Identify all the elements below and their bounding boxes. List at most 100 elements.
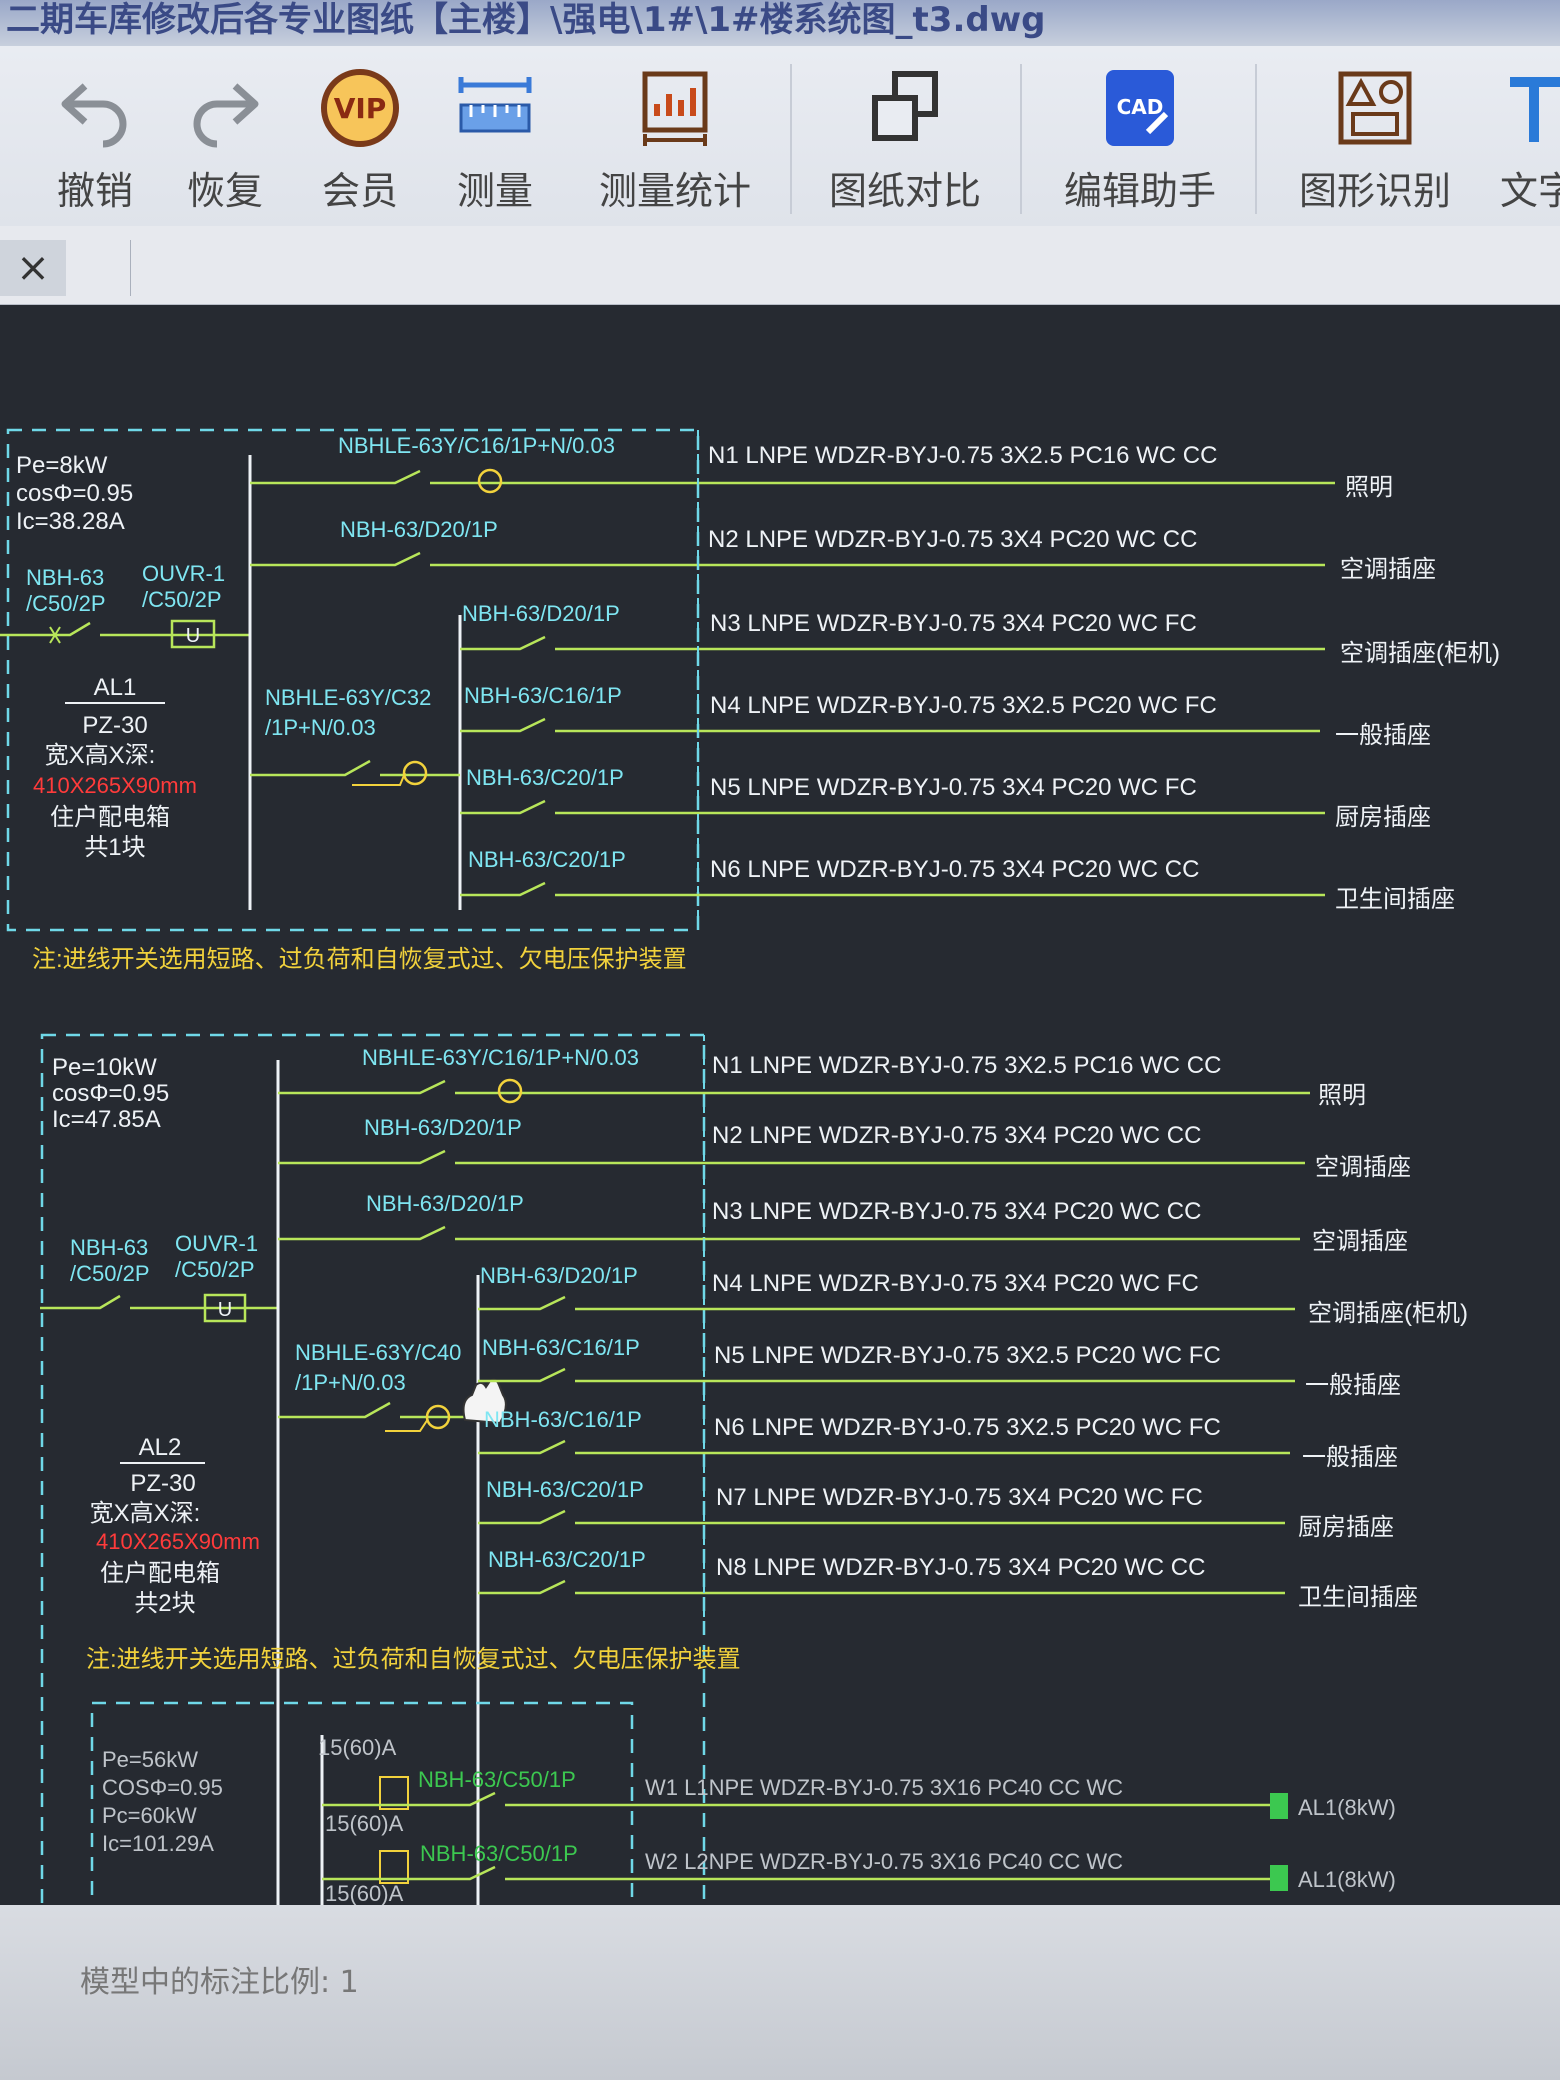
measure-stats-button[interactable]: 测量统计 — [595, 60, 755, 220]
meter-rating: 15(60)A — [325, 1881, 404, 1905]
circuit-cable: N1 LNPE WDZR-BYJ-0.75 3X2.5 PC16 WC CC — [708, 442, 1217, 469]
measure-button[interactable]: 测量 — [440, 60, 550, 220]
circuit-breaker: NBH-63/C50/1P — [420, 1841, 578, 1866]
rcd-trip-link — [385, 1418, 429, 1432]
circuit-wire — [478, 1439, 1290, 1455]
incoming-wire — [40, 1294, 278, 1310]
power-factor: cosΦ=0.95 — [16, 480, 133, 507]
cad-drawing: Pe=8kW cosΦ=0.95 Ic=38.28A NBH-63/C50/2P… — [0, 428, 1500, 1905]
circuit-breaker: NBH-63/C16/1P — [464, 683, 622, 708]
redo-icon — [170, 60, 280, 156]
undo-button[interactable]: 撤销 — [40, 60, 150, 220]
vip-label: 会员 — [321, 169, 398, 213]
panel-name: AL1 — [94, 674, 137, 701]
vip-button[interactable]: VIP 会员 — [305, 60, 415, 220]
current-rating: Ic=47.85A — [52, 1106, 161, 1133]
circuit-cable: N7 LNPE WDZR-BYJ-0.75 3X4 PC20 WC FC — [716, 1484, 1203, 1511]
rcd-line2: /1P+N/0.03 — [295, 1370, 406, 1395]
ouvr-line2: /C50/2P — [142, 587, 222, 612]
undervoltage-box — [170, 619, 216, 649]
circuit-row: NBHLE-63Y/C16/1P+N/0.03 N1 LNPE WDZR-BYJ… — [278, 1045, 1366, 1109]
panel-count: 共1块 — [84, 834, 145, 861]
text-icon — [1500, 60, 1560, 156]
circuit-load: 空调插座(柜机) — [1308, 1300, 1468, 1327]
circuit-cable: N5 LNPE WDZR-BYJ-0.75 3X4 PC20 WC FC — [710, 774, 1197, 801]
rcd-line1: NBHLE-63Y/C32 — [265, 685, 431, 710]
incoming-breaker-line2: /C50/2P — [26, 591, 106, 616]
circuit-wire — [460, 635, 1325, 651]
current-rating: Ic=101.29A — [102, 1831, 214, 1856]
rcd-trip-link — [352, 772, 406, 786]
circuit-cable: N8 LNPE WDZR-BYJ-0.75 3X4 PC20 WC CC — [716, 1554, 1205, 1581]
drawing-canvas[interactable]: Pe=8kW cosΦ=0.95 Ic=38.28A NBH-63/C50/2P… — [0, 305, 1560, 1905]
circuit-wire — [322, 1791, 1270, 1807]
meter-symbol — [379, 1776, 409, 1810]
power-factor: COSΦ=0.95 — [102, 1775, 223, 1800]
panel-note: 注:进线开关选用短路、过负荷和自恢复式过、欠电压保护装置 — [32, 946, 687, 973]
compare-label: 图纸对比 — [828, 169, 981, 213]
circuit-breaker: NBH-63/C20/1P — [466, 765, 624, 790]
circuit-load: 照明 — [1345, 474, 1393, 501]
circuit-row: NBH-63/C16/1P N5 LNPE WDZR-BYJ-0.75 3X2.… — [478, 1335, 1401, 1399]
circuit-breaker: NBH-63/C16/1P — [482, 1335, 640, 1360]
ribbon-toolbar: 撤销 恢复 VIP 会员 测量 测量统计 图纸对比 CAD 编辑助手 — [0, 46, 1560, 227]
edit-assistant-icon: CAD — [1055, 60, 1225, 156]
panel-meter-box: Pe=56kW COSΦ=0.95 Pc=60kW Ic=101.29A 15(… — [90, 1701, 1396, 1905]
rcd-wire — [250, 759, 460, 777]
shape-recognition-label: 图形识别 — [1298, 169, 1451, 213]
close-tab-button[interactable]: × — [0, 240, 66, 296]
circuit-row: NBH-63/D20/1P N4 LNPE WDZR-BYJ-0.75 3X4 … — [478, 1263, 1468, 1327]
breaker-symbol — [49, 626, 61, 644]
circuit-row: NBH-63/C20/1P N6 LNPE WDZR-BYJ-0.75 3X4 … — [460, 847, 1455, 913]
circuit-load: 厨房插座 — [1335, 804, 1431, 831]
ouvr-line1: OUVR-1 — [175, 1231, 258, 1256]
size-label: 宽X高X深: — [90, 1500, 201, 1527]
circuit-load: 空调插座 — [1315, 1154, 1411, 1181]
circuit-wire — [278, 1149, 1305, 1165]
shape-recognition-button[interactable]: 图形识别 — [1290, 60, 1460, 220]
circuit-wire — [478, 1509, 1285, 1525]
rcd-line2: /1P+N/0.03 — [265, 715, 376, 740]
circuit-load: AL1(8kW) — [1298, 1867, 1396, 1892]
circuit-wire — [278, 1225, 1300, 1241]
circuit-wire — [460, 881, 1325, 897]
undervoltage-box-label: U — [186, 625, 200, 647]
panel-border — [6, 428, 700, 932]
circuit-row: NBH-63/D20/1P N2 LNPE WDZR-BYJ-0.75 3X4 … — [278, 1115, 1411, 1181]
edit-assistant-button[interactable]: CAD 编辑助手 — [1055, 60, 1225, 220]
circuit-row: NBH-63/C20/1P N7 LNPE WDZR-BYJ-0.75 3X4 … — [478, 1477, 1394, 1541]
circuit-breaker: NBH-63/C16/1P — [484, 1407, 642, 1432]
circuit-load: 空调插座 — [1312, 1228, 1408, 1255]
vip-badge-text: VIP — [334, 92, 387, 125]
compare-button[interactable]: 图纸对比 — [820, 60, 990, 220]
redo-button[interactable]: 恢复 — [170, 60, 280, 220]
circuit-wire — [250, 551, 1325, 567]
power-factor: cosΦ=0.95 — [52, 1080, 169, 1107]
circuit-breaker: NBH-63/D20/1P — [462, 601, 620, 626]
circuit-row: NBH-63/C16/1P N6 LNPE WDZR-BYJ-0.75 3X2.… — [478, 1407, 1398, 1471]
text-button[interactable]: 文字 — [1500, 60, 1560, 220]
rcd-symbol — [402, 760, 428, 786]
rcd-symbol — [425, 1404, 451, 1430]
circuit-breaker: NBH-63/D20/1P — [364, 1115, 522, 1140]
circuit-load: 空调插座(柜机) — [1340, 640, 1500, 667]
load-marker — [1270, 1793, 1288, 1819]
measure-label: 测量 — [456, 169, 533, 213]
circuit-cable: N2 LNPE WDZR-BYJ-0.75 3X4 PC20 WC CC — [712, 1122, 1201, 1149]
circuit-load: 一般插座 — [1302, 1444, 1398, 1471]
circuit-wire — [478, 1295, 1295, 1311]
document-tab[interactable] — [70, 240, 131, 296]
circuit-breaker: NBH-63/D20/1P — [480, 1263, 638, 1288]
power-rating: Pe=56kW — [102, 1747, 198, 1772]
circuit-load: 照明 — [1318, 1082, 1366, 1109]
meter-rating: 15(60)A — [318, 1735, 397, 1760]
power-rating: Pe=10kW — [52, 1054, 157, 1081]
measure-stats-icon — [595, 60, 755, 156]
panel-size: 410X265X90mm — [33, 773, 197, 798]
incoming-wire — [0, 621, 250, 637]
circuit-row: NBHLE-63Y/C16/1P+N/0.03 N1 LNPE WDZR-BYJ… — [250, 433, 1393, 501]
panel-count: 共2块 — [134, 1590, 195, 1617]
circuit-load: 一般插座 — [1335, 722, 1431, 749]
rcd-label: NBHLE-63Y/C40/1P+N/0.03 — [295, 1340, 461, 1395]
panel-description: 住户配电箱 — [100, 1560, 220, 1587]
